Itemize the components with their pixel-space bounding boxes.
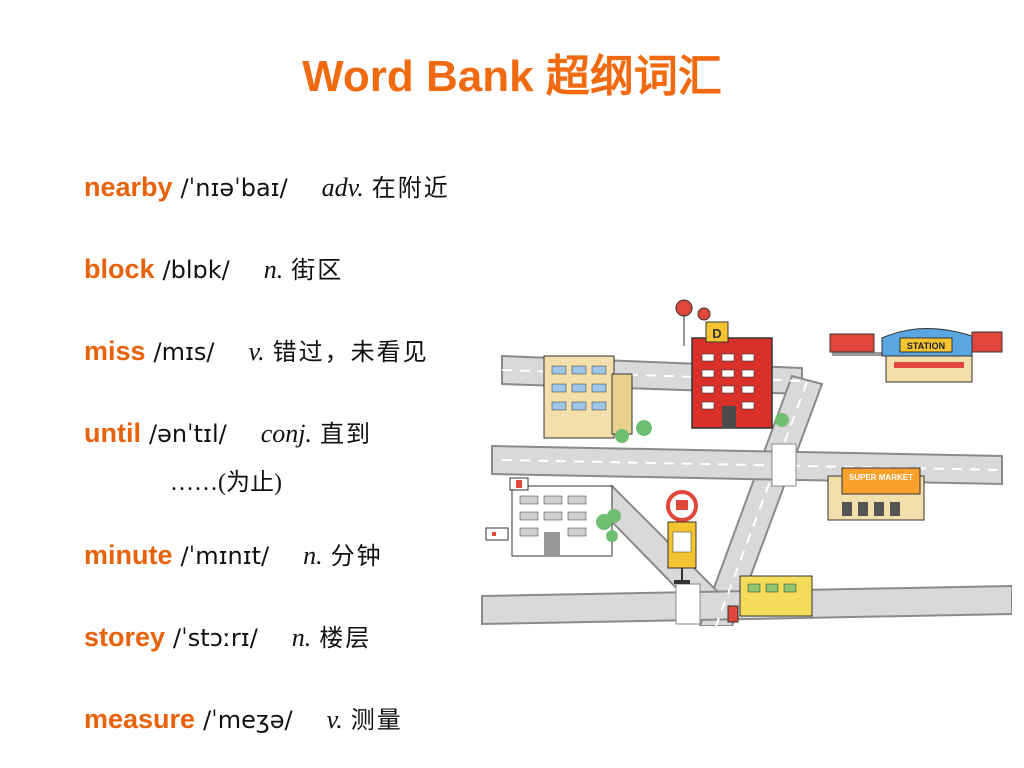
entry-pos: n. [291, 623, 312, 652]
entry-meaning: 测量 [350, 708, 403, 734]
entry-phonetic: /ənˈtɪl/ [148, 420, 227, 448]
entry-pos: n. [263, 255, 284, 284]
entry-phonetic: /ˈnɪəˈbaɪ/ [180, 174, 288, 202]
entry-word: storey [84, 622, 166, 652]
entry-phonetic: /blɒk/ [162, 256, 230, 284]
entry-pos: v. [326, 705, 343, 734]
supermarket-sign: SUPER MARKET [849, 473, 913, 482]
hospital-icon [509, 477, 621, 557]
entry-meaning: 错过，未看见 [272, 340, 429, 366]
entry-phonetic: /ˈstɔːrɪ/ [173, 624, 258, 652]
entry-meaning-continued: ……(为止) [170, 470, 282, 496]
bus-stop-icon [666, 490, 698, 584]
entry-word: until [84, 418, 141, 448]
entry-meaning: 在附近 [371, 176, 450, 202]
entry-pos: adv. [321, 173, 364, 202]
tree-icon [606, 413, 789, 542]
entry-phonetic: /ˈmeʒə/ [203, 706, 293, 734]
train-station-icon: STATION [829, 328, 1003, 383]
building-letter: D [712, 326, 721, 341]
entry-word: block [84, 254, 155, 284]
station-sign: STATION [907, 341, 945, 351]
entry-minute: minute/ˈmɪnɪt/n. 分钟 [84, 536, 383, 571]
entry-word: miss [84, 336, 146, 366]
entry-pos: conj. [260, 419, 312, 448]
entry-block: block/blɒk/n. 街区 [84, 250, 343, 285]
entry-nearby: nearby/ˈnɪəˈbaɪ/adv. 在附近 [84, 168, 450, 203]
entry-word: minute [84, 540, 173, 570]
apartment-building-icon [543, 355, 633, 439]
supermarket-icon: SUPER MARKET [827, 467, 925, 521]
entry-meaning: 直到 [320, 422, 372, 448]
entry-word: measure [84, 704, 196, 734]
entry-phonetic: /ˈmɪnɪt/ [180, 542, 270, 570]
entry-pos: n. [303, 541, 323, 570]
entry-pos: v. [248, 337, 265, 366]
post-office-icon [727, 575, 813, 623]
page-title: Word Bank 超纲词汇 [302, 52, 722, 101]
ambulance-icon [485, 527, 509, 541]
entry-meaning: 街区 [291, 258, 344, 284]
town-map-illustration: D STATION [481, 299, 1012, 626]
entry-meaning: 楼层 [319, 626, 372, 652]
entry-miss: miss/mɪs/v. 错过，未看见 [84, 332, 429, 367]
entry-phonetic: /mɪs/ [153, 338, 215, 366]
entry-measure: measure/ˈmeʒə/v. 测量 [84, 700, 403, 735]
entry-word: nearby [84, 172, 173, 202]
entry-until: until/ənˈtɪl/conj. 直到 [84, 414, 372, 449]
entry-meaning: 分钟 [330, 544, 383, 570]
entry-storey: storey/ˈstɔːrɪ/n. 楼层 [84, 618, 371, 653]
office-building-icon: D [675, 299, 773, 429]
